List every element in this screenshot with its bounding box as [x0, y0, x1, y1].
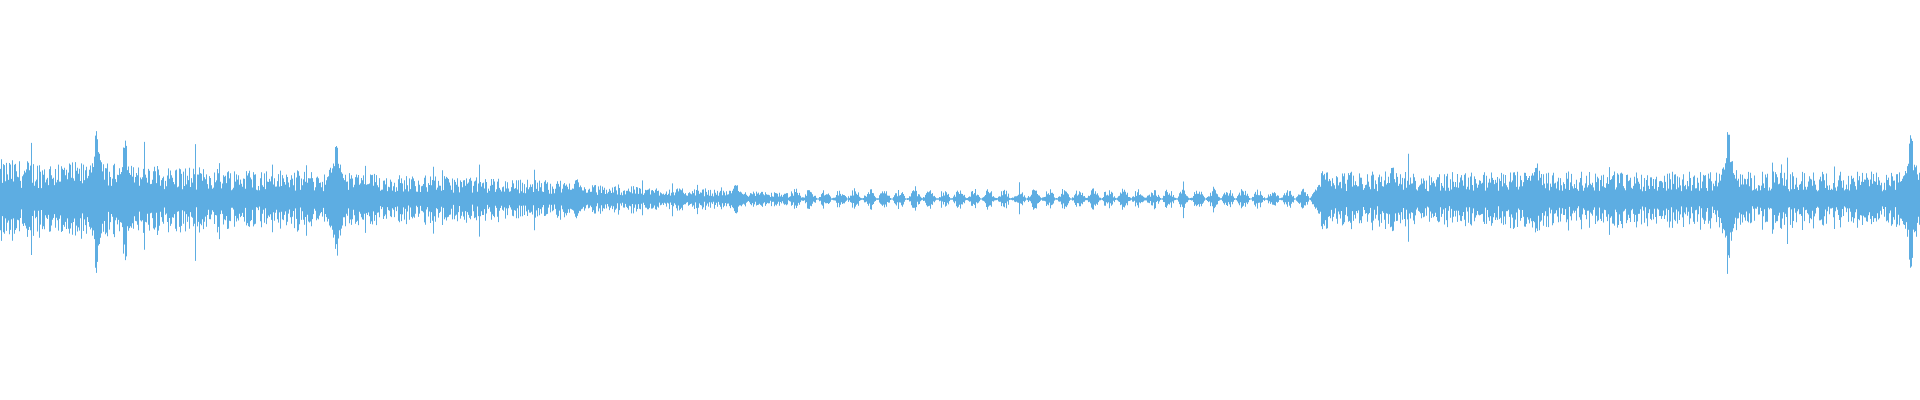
waveform-bars — [0, 131, 1920, 274]
waveform-path — [0, 131, 1920, 274]
